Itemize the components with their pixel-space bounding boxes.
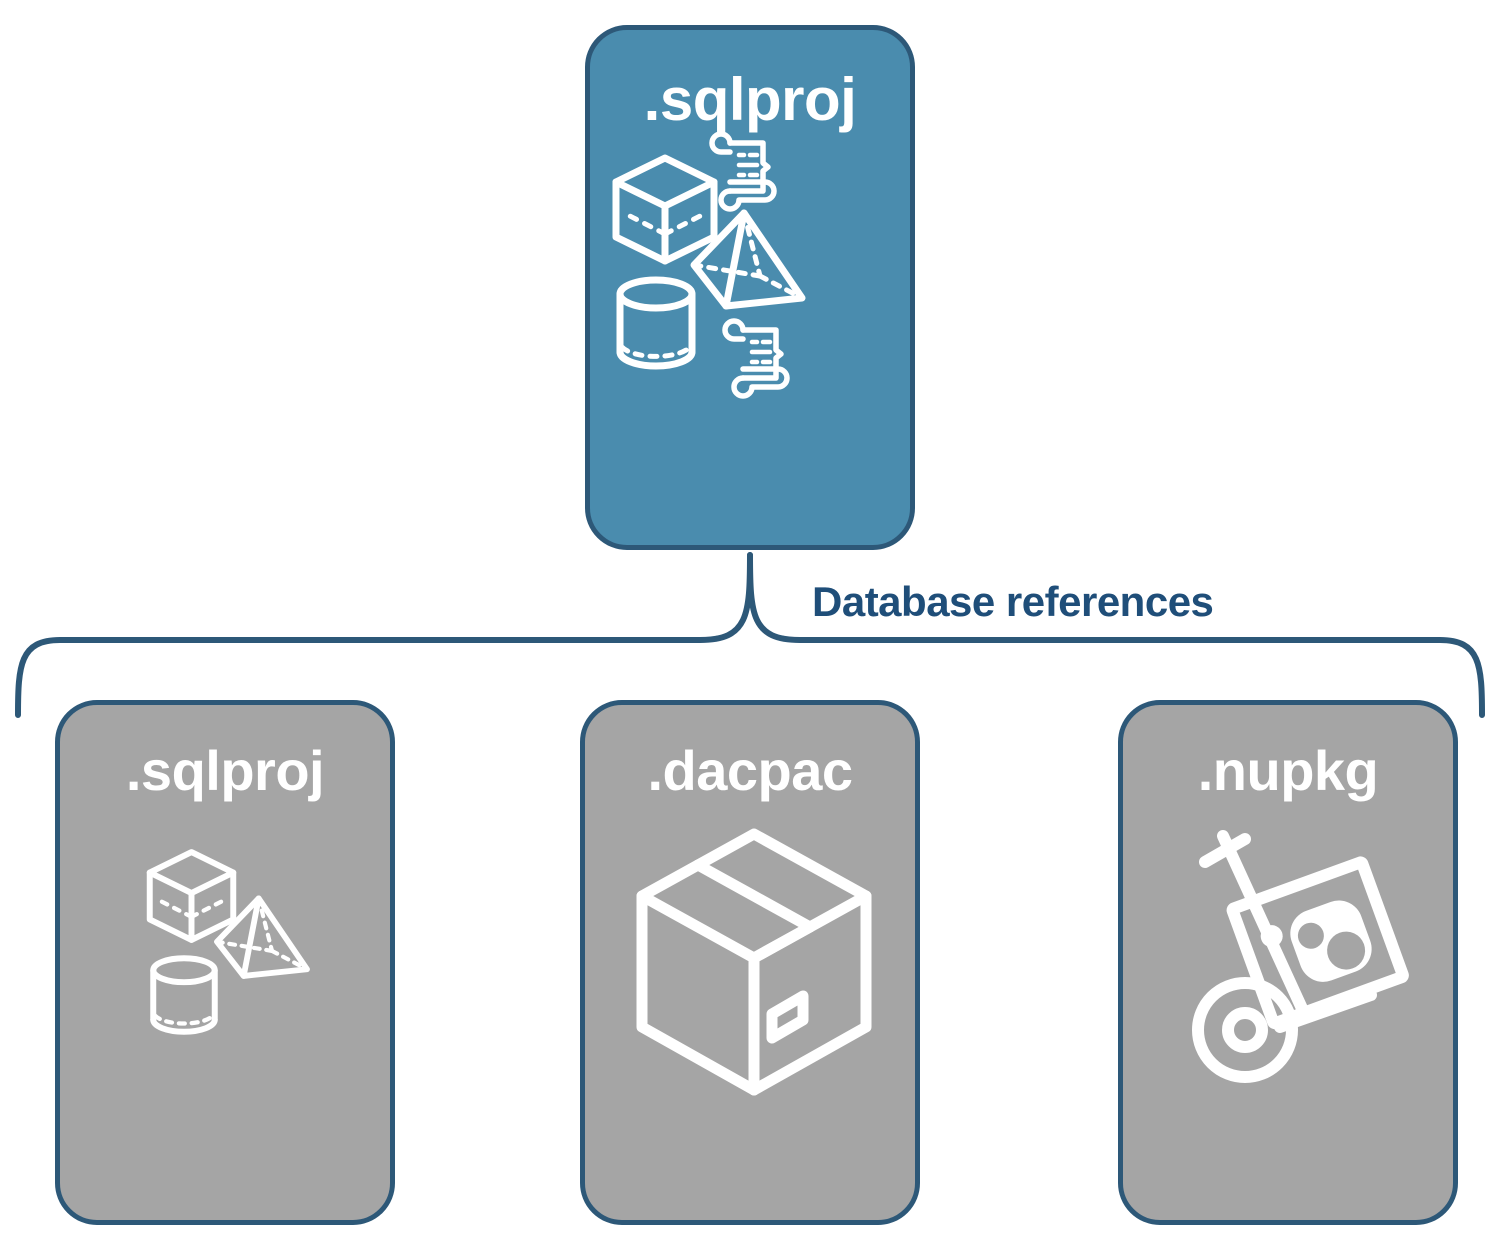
package-box-icon (636, 828, 872, 1096)
node-title-dacpac: .dacpac (647, 739, 853, 802)
connector-label-database-references: Database references (812, 578, 1214, 625)
pyramid-icon (690, 209, 806, 310)
node-nupkg[interactable]: .nupkg (1118, 700, 1458, 1225)
scroll-icon (709, 131, 777, 212)
node-dacpac[interactable]: .dacpac (580, 700, 920, 1225)
nupkg-icon-group (1123, 799, 1453, 1220)
sqlproj-reference-icon-group (60, 799, 390, 1220)
node-sqlproj-reference[interactable]: .sqlproj (55, 700, 395, 1225)
cube-icon (146, 849, 237, 943)
node-title-nupkg: .nupkg (1197, 739, 1379, 802)
cube-icon (612, 154, 718, 265)
scroll-icon (722, 318, 790, 399)
node-sqlproj-top[interactable]: .sqlproj (585, 25, 915, 550)
database-references-brace (15, 552, 1485, 718)
node-title-sqlproj-reference: .sqlproj (125, 739, 325, 802)
top-node-icon-group (590, 130, 910, 545)
hand-truck-icon (1192, 830, 1409, 1083)
pyramid-icon (214, 895, 310, 979)
cylinder-icon (616, 276, 696, 370)
nuget-package-icon (1260, 900, 1372, 982)
dacpac-icon-group (585, 799, 915, 1220)
cylinder-icon (150, 955, 218, 1035)
node-title-sqlproj-top: .sqlproj (643, 66, 857, 133)
